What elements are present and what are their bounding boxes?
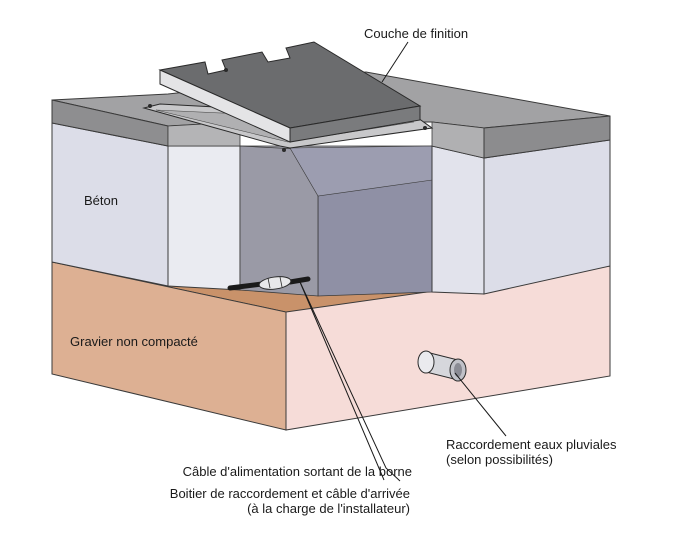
rainwater-label-line2: (selon possibilités)	[446, 452, 553, 467]
rainwater-label: Raccordement eaux pluviales (selon possi…	[446, 437, 617, 467]
concrete-left-side	[167, 145, 241, 291]
finish-layer-label: Couche de finition	[364, 26, 469, 41]
concrete-right-front	[431, 145, 485, 295]
concrete-label: Béton	[84, 193, 118, 208]
junction-box-label: Boitier de raccordement et câble d'arriv…	[170, 486, 410, 516]
concrete-layer	[51, 122, 611, 297]
finish-right-side	[483, 115, 611, 159]
cable-right	[287, 276, 311, 285]
cover-plate-side	[289, 105, 421, 143]
screw-hole	[423, 126, 427, 130]
leader-rainwater	[454, 372, 507, 437]
gravel-layer	[51, 261, 611, 431]
screw-hole	[282, 148, 286, 152]
leader-cable	[299, 281, 401, 482]
rainwater-label-line1: Raccordement eaux pluviales	[446, 437, 617, 452]
rainwater-pipe	[417, 350, 467, 382]
junction-box-body	[258, 276, 292, 290]
junction-box-label-line2: (à la charge de l'installateur)	[247, 501, 410, 516]
screw-hole	[224, 68, 228, 72]
cover-assembly	[142, 41, 434, 152]
cable-label: Câble d'alimentation sortant de la borne	[182, 464, 412, 479]
leader-box	[299, 281, 385, 481]
leader-finish	[381, 41, 409, 83]
pipe-inlet	[417, 350, 435, 374]
junction-box	[227, 276, 311, 291]
leader-lines	[299, 41, 507, 482]
cable-left	[227, 281, 265, 291]
screw-hole	[148, 104, 152, 108]
gravel-label: Gravier non compacté	[70, 334, 198, 349]
junction-box-label-line1: Boitier de raccordement et câble d'arriv…	[169, 486, 410, 501]
